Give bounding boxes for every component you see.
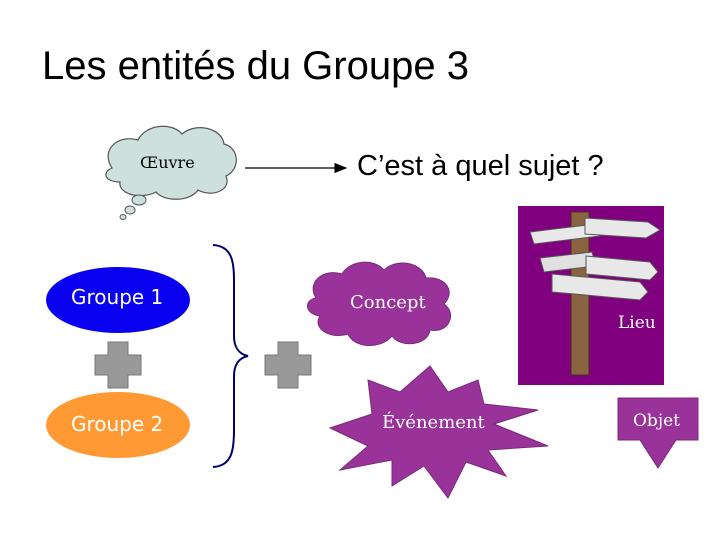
sign-board <box>585 255 659 281</box>
objet-label: Objet <box>633 411 680 431</box>
concept-label: Concept <box>350 292 426 313</box>
sign-board <box>551 273 649 301</box>
evenement-label: Événement <box>382 412 485 433</box>
groupe2-label: Groupe 2 <box>71 412 164 436</box>
cloud-shape <box>105 125 237 200</box>
thought-bubble <box>124 205 136 215</box>
question-text: C’est à quel sujet ? <box>357 150 604 182</box>
plus-icon <box>94 341 142 389</box>
oeuvre-label: Œuvre <box>140 153 195 172</box>
evenement-burst <box>328 365 549 499</box>
objet-arrow <box>617 397 699 469</box>
plus-icon <box>264 341 312 389</box>
sign-board <box>529 223 601 245</box>
thought-bubble <box>131 194 147 206</box>
lieu-label: Lieu <box>618 313 656 333</box>
lieu-signpost <box>518 206 664 385</box>
groupe1-label: Groupe 1 <box>71 285 164 309</box>
concept-cloud <box>307 261 451 346</box>
slide-title: Les entités du Groupe 3 <box>42 44 469 88</box>
thought-bubble <box>119 214 127 220</box>
curly-brace <box>212 244 249 468</box>
groupe1-ellipse <box>46 267 190 333</box>
groupe2-ellipse <box>46 392 190 458</box>
oeuvre-cloud <box>105 125 237 220</box>
sign-board <box>584 217 661 239</box>
